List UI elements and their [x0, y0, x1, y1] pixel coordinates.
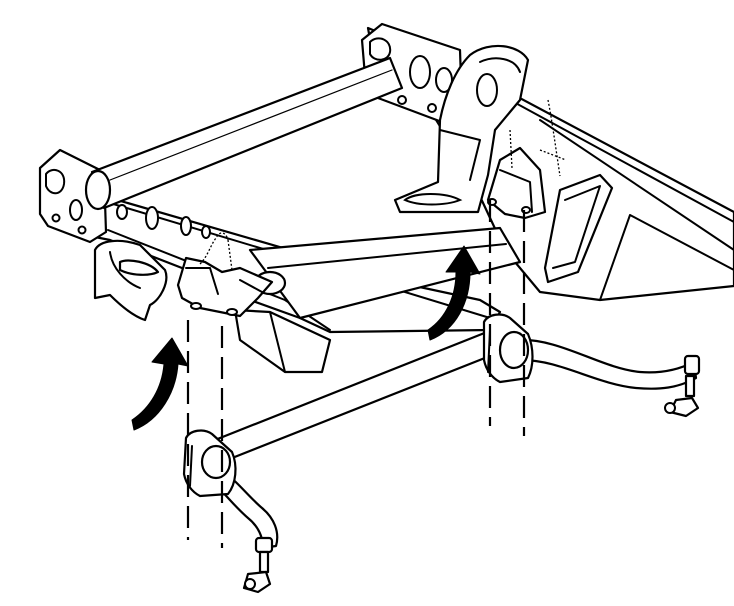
curved-install-arrow-icon [131, 337, 189, 431]
stabilizer-bar-assembly [182, 313, 701, 594]
left-stabilizer-bracket [176, 232, 274, 318]
right-spring-hanger [393, 44, 530, 214]
right-stabilizer-bracket [486, 99, 567, 220]
right-frame-horn [360, 22, 464, 124]
left-frame-horn [38, 148, 108, 244]
right-stabilizer-bushing [482, 313, 534, 384]
front-crossmember [84, 56, 404, 211]
left-stabilizer-link [242, 536, 274, 594]
install-arrows [131, 245, 481, 431]
rear-crossmember [233, 226, 522, 374]
stabilizer-bar-right-end [516, 338, 698, 390]
right-stabilizer-link [664, 354, 701, 418]
curved-install-arrow-icon [427, 245, 481, 341]
alignment-lines [186, 200, 526, 548]
vehicle-frame [38, 22, 734, 374]
left-spring-hanger [93, 239, 168, 322]
